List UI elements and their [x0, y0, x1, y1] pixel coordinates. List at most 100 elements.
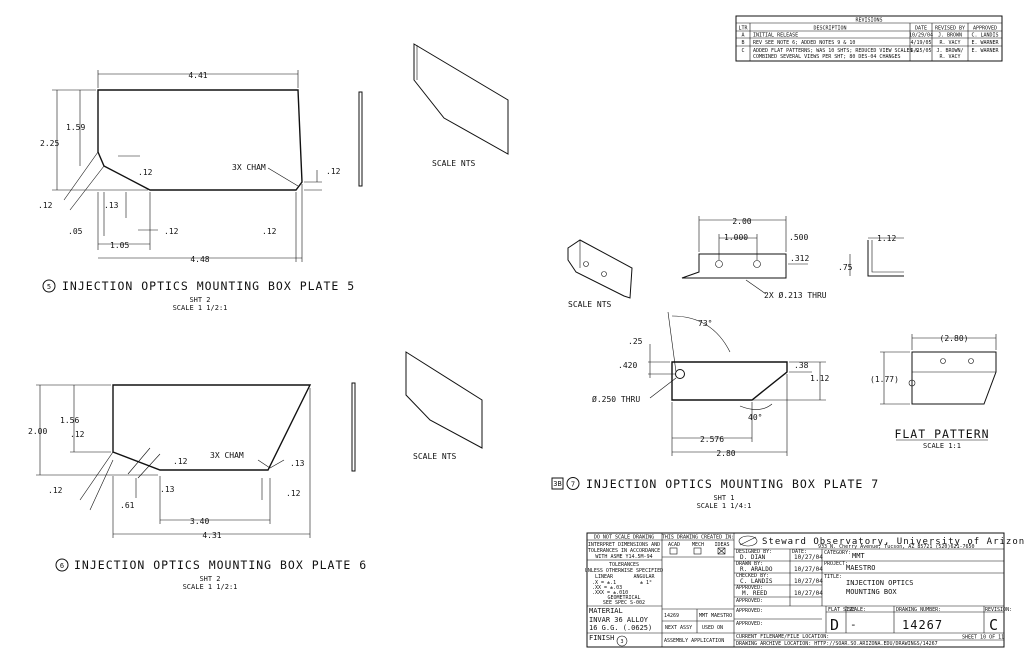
rev-row-b-desc: REV SEE NOTE 6; ADDED NOTES 9 & 10 — [753, 40, 855, 46]
plate5-iso-view — [413, 43, 509, 155]
plate7-dim-w312: .312 — [790, 254, 809, 263]
plate7-iso-view — [567, 239, 633, 299]
plate5-dim-c12a: .12 — [138, 168, 153, 177]
plate7-dim-ang73: 73° — [698, 319, 712, 328]
tb-address: 933 N. Cherry Avenue, Tucson, AZ 85721 (… — [818, 544, 975, 550]
plate6-view: 2.00 1.56 .12 .12 3X CHAM .13 .12 .13 .6… — [28, 351, 483, 591]
rev-row-c-desc: ADDED FLAT PATTERNS; WAS 10 SHTS; REDUCE… — [753, 48, 919, 54]
plate7-front-view — [671, 361, 788, 401]
tb-tol-1: .XX = ±.03 — [592, 585, 622, 591]
plate5-dim-c12b: .12 — [38, 201, 53, 210]
flat-pattern-height: (1.77) — [870, 375, 899, 384]
tb-designed-by: D. DIAN — [740, 554, 766, 561]
plate7-sht: SHT 1 — [713, 494, 734, 502]
plate6-cham: 3X CHAM — [210, 451, 244, 460]
plate5-dim-h1: 1.59 — [66, 123, 85, 132]
tb-ang-tol: ± 1° — [640, 580, 652, 586]
rev-header-date: DATE — [915, 26, 927, 32]
plate7-top-view — [681, 253, 787, 279]
plate7-ref: 3B — [553, 480, 561, 488]
tb-archive-label: DRAWING ARCHIVE LOCATION: HTTP://SOAR.SO… — [736, 641, 938, 647]
flat-pattern-width: (2.80) — [940, 334, 969, 343]
plate6-iso-note: SCALE NTS — [413, 452, 457, 461]
tb-checked-label: CHECKED BY: — [736, 573, 769, 579]
plate7-iso-note: SCALE NTS — [568, 300, 612, 309]
tb-project-label: PROJECT: — [824, 561, 848, 567]
plate6-dim-c12d: .12 — [286, 489, 301, 498]
plate7-title: INJECTION OPTICS MOUNTING BOX PLATE 7 — [586, 477, 879, 491]
tb-drawn-label: DRAWN BY: — [736, 561, 763, 567]
plate5-edge-view — [358, 91, 363, 187]
tb-linear: LINEAR — [595, 574, 614, 580]
tb-scale: - — [850, 618, 857, 631]
rev-row-b-date: 4/19/05 — [910, 40, 931, 46]
rev-row-c-approved: E. WARNER — [971, 48, 999, 54]
tb-next-assy-val: MMT MAESTRO — [699, 613, 732, 619]
plate6-dim-h2: 2.00 — [28, 427, 47, 436]
tb-approved-label: APPROVED: — [736, 585, 763, 591]
plate7-number: 7 — [571, 481, 575, 489]
rev-header-desc: DESCRIPTION — [813, 26, 846, 32]
tb-approved3-label: APPROVED: — [736, 608, 763, 614]
plate7-hole250: Ø.250 THRU — [592, 394, 640, 404]
rev-row-c-desc2: COMBINED SEVERAL VIEWS PER SHT; 80 DES-0… — [753, 54, 901, 60]
tb-created-in: THIS DRAWING CREATED IN: — [662, 535, 734, 541]
tb-opt-ideas: IDEAS — [714, 542, 729, 548]
tb-approved4-label: APPROVED: — [736, 621, 763, 627]
plate7-view: SCALE NTS 2.00 1.000 .500 .312 2X Ø.213 … — [551, 216, 997, 510]
plate6-dim-inner: 3.40 — [190, 517, 209, 526]
tb-interpret-2: WITH ASME Y14.5M-94 — [595, 554, 652, 560]
tb-interpret-0: INTERPRET DIMENSIONS AND — [588, 542, 660, 548]
flat-pattern-title: FLAT PATTERN — [894, 427, 989, 441]
tb-size: D — [830, 616, 839, 634]
flat-pattern-outline — [911, 351, 997, 405]
plate6-dim-c12c: .12 — [48, 486, 63, 495]
rev-row-c-by: J. BROWN/ — [936, 48, 963, 54]
tb-opt-acad: ACAD — [668, 542, 680, 548]
plate5-cham: 3X CHAM — [232, 163, 266, 172]
tb-geospec: SEE SPEC S-002 — [603, 600, 645, 606]
tb-material-1: 16 G.G. (.0625) — [589, 624, 652, 632]
plate6-title: INJECTION OPTICS MOUNTING BOX PLATE 6 — [74, 558, 367, 572]
rev-row-a-desc: INITIAL RELEASE — [753, 33, 798, 39]
plate7-side-view — [867, 240, 904, 277]
tb-title-0: INJECTION OPTICS — [846, 579, 913, 587]
plate5-dim-c12e: .12 — [326, 167, 341, 176]
plate7-scale: SCALE 1 1/4:1 — [697, 502, 752, 510]
plate7-dim-w75: .75 — [838, 263, 853, 272]
plate5-iso-note: SCALE NTS — [432, 159, 476, 168]
plate7-dim-d2576: 2.576 — [700, 435, 724, 444]
plate5-view: 4.41 2.25 1.59 3X CHAM .12 .12 .12 .13 .… — [38, 43, 509, 312]
rev-row-a-ltr: A — [741, 33, 744, 39]
plate6-number: 6 — [60, 562, 64, 570]
rev-row-b-by: R. VACY — [939, 40, 960, 46]
tb-date4: 10/27/04 — [794, 590, 823, 597]
plate6-dim-c13b: .13 — [290, 459, 305, 468]
tb-size-label: FLAT SIZE — [828, 607, 855, 613]
plate5-dim-c13: .13 — [104, 201, 119, 210]
tb-assembly: ASSEMBLY APPLICATION — [664, 638, 724, 644]
flat-pattern-scale: SCALE 1:1 — [923, 442, 961, 450]
rev-header-by: REVISED BY — [935, 26, 965, 32]
plate6-scale: SCALE 1 1/2:1 — [183, 583, 238, 591]
tb-used-on: USED ON — [702, 625, 723, 631]
plate6-dim-c13a: .13 — [160, 485, 175, 494]
rev-row-c-ltr: C — [741, 48, 744, 54]
plate6-dim-c12a: .12 — [70, 430, 85, 439]
tb-category-label: CATEGORY: — [824, 550, 851, 556]
tb-dwg-label: DRAWING NUMBER: — [896, 607, 941, 613]
plate7-dim-w1000: 1.000 — [724, 233, 748, 242]
plate6-outline — [112, 384, 312, 471]
plate5-dim-h2: 2.25 — [40, 139, 59, 148]
plate7-dim-w500: .500 — [789, 233, 808, 242]
plate5-dim-c105: 1.05 — [110, 241, 129, 250]
tb-opt-mech: MECH — [692, 542, 704, 548]
tb-date-label: DATE: — [792, 549, 807, 555]
tb-date3: 10/27/04 — [794, 578, 823, 585]
plate5-outline — [97, 89, 303, 191]
plate6-iso-view — [405, 351, 483, 449]
tb-angular: ANGULAR — [633, 574, 655, 580]
rev-row-a-by: J. BROWN — [938, 33, 962, 39]
plate7-dim-d280: 2.80 — [716, 449, 735, 458]
